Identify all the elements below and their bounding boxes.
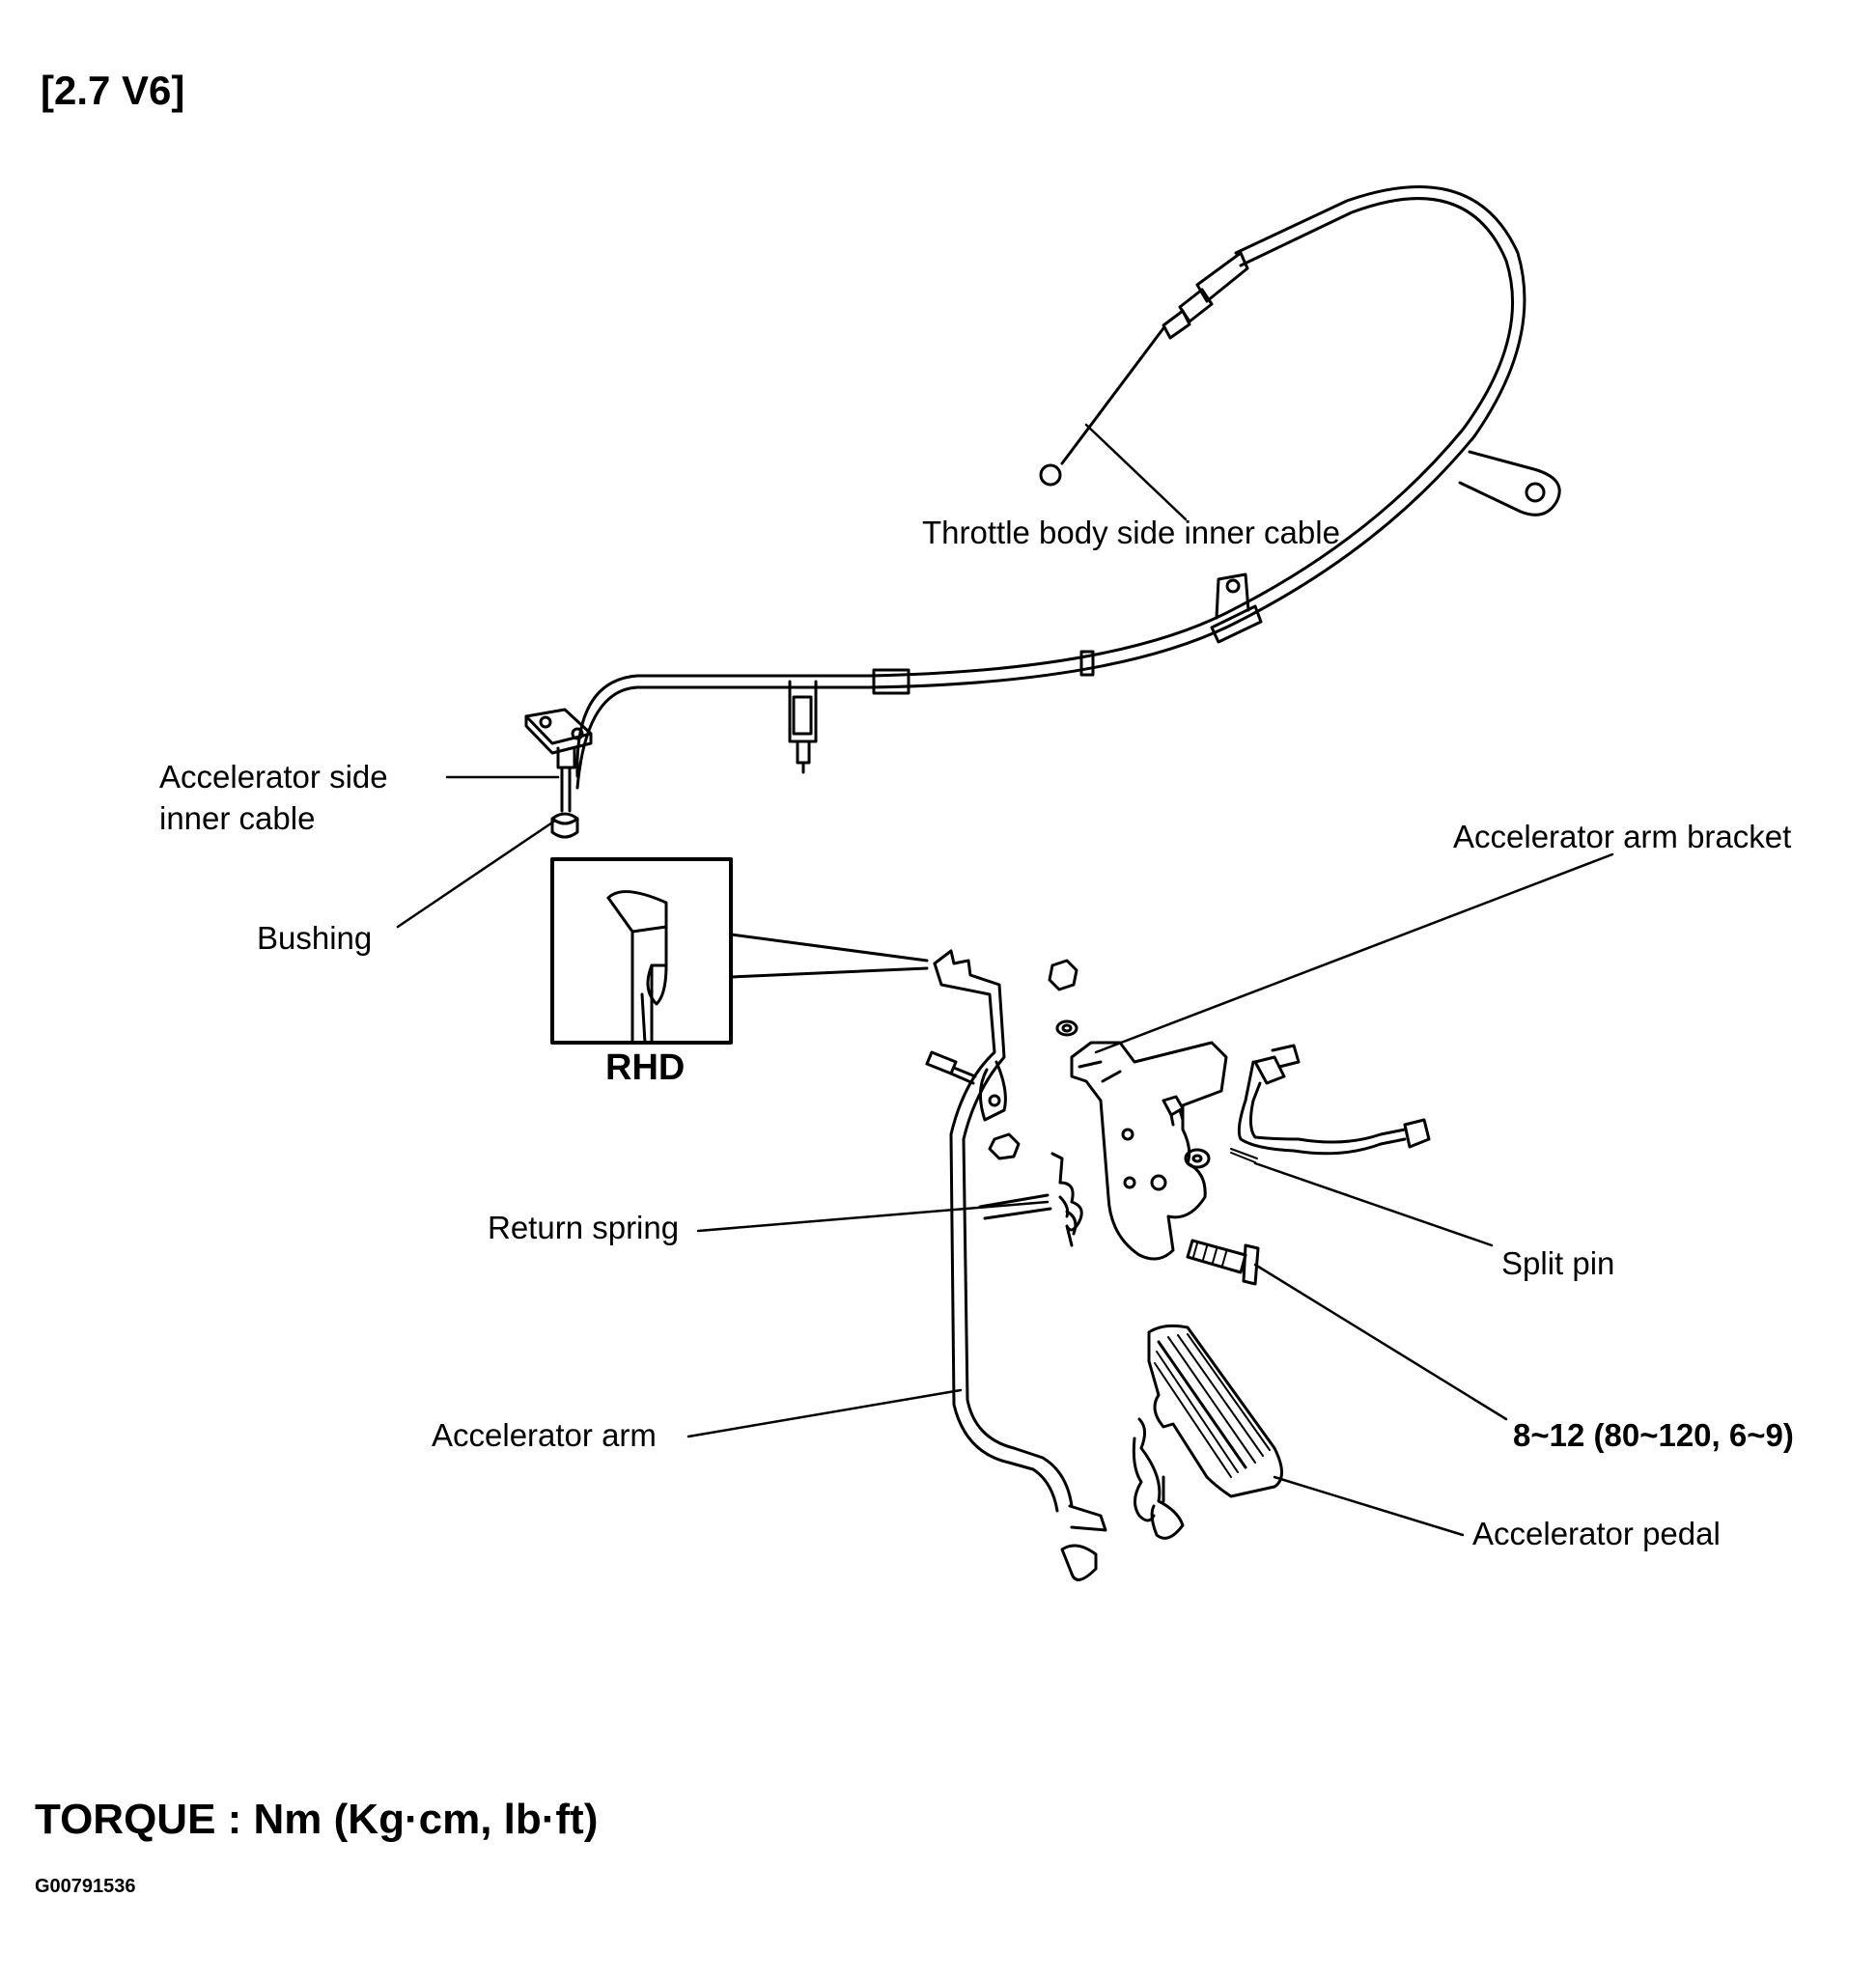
accelerator-pedal [1132, 1324, 1283, 1540]
bushing [550, 812, 579, 839]
wire-harness [1237, 1044, 1431, 1156]
accelerator-arm [925, 949, 1107, 1581]
accelerator-arm-bracket [1048, 959, 1228, 1261]
label-accelerator-arm: Accelerator arm [432, 1417, 657, 1453]
label-accelerator-side-cable-line2: inner cable [159, 800, 316, 836]
label-rhd: RHD [605, 1047, 686, 1088]
label-torque-value: 8~12 (80~120, 6~9) [1513, 1417, 1794, 1453]
label-accelerator-side-cable-line1: Accelerator side [159, 759, 388, 795]
accelerator-cable [575, 185, 1561, 790]
leader-lines [396, 423, 1614, 1537]
label-return-spring: Return spring [488, 1210, 680, 1245]
label-throttle-inner-cable: Throttle body side inner cable [922, 515, 1340, 550]
label-accelerator-pedal: Accelerator pedal [1472, 1516, 1721, 1551]
torque-bolt [1186, 1239, 1260, 1286]
label-accelerator-arm-bracket: Accelerator arm bracket [1453, 819, 1792, 854]
throttle-inner-cable [1039, 326, 1165, 487]
label-bushing: Bushing [257, 920, 373, 956]
split-pin [1230, 1148, 1258, 1163]
page-heading: [2.7 V6] [41, 68, 185, 113]
return-spring [1050, 1152, 1083, 1247]
rhd-inset [550, 857, 929, 1045]
accelerator-side-cable-end [524, 708, 593, 813]
torque-units-note: TORQUE : Nm (Kg·cm, lb·ft) [35, 1796, 599, 1843]
label-split-pin: Split pin [1501, 1245, 1615, 1281]
figure-id: G00791536 [35, 1876, 136, 1897]
